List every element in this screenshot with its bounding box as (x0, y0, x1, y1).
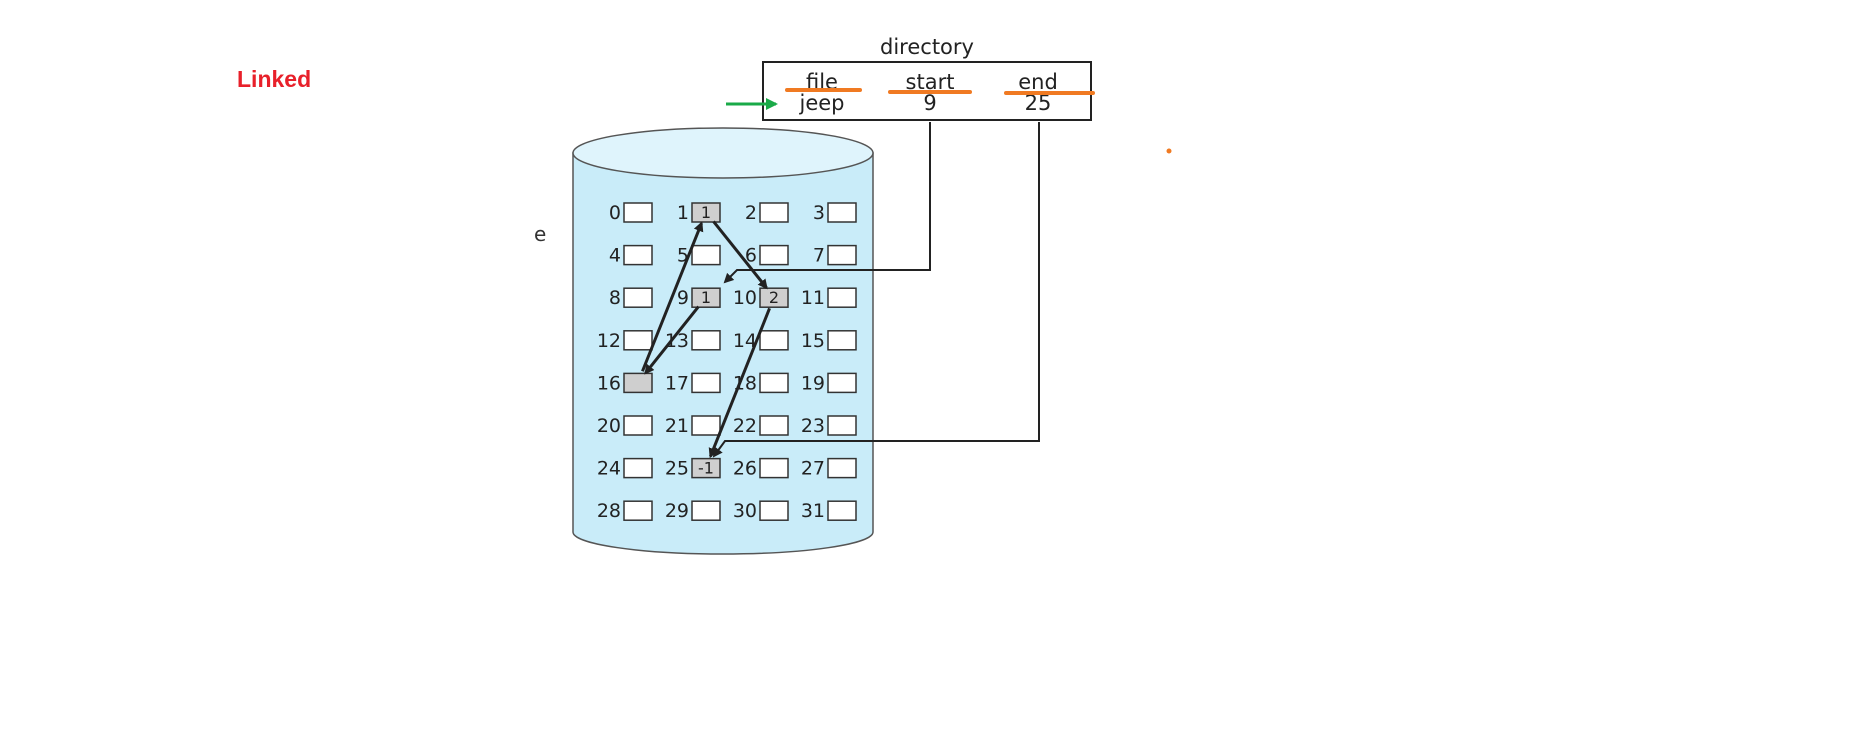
block-number-16: 16 (597, 372, 621, 394)
block-number-11: 11 (801, 287, 825, 309)
block-5 (691, 244, 721, 266)
block-number-26: 26 (733, 458, 757, 480)
block-30 (759, 500, 789, 521)
block-number-14: 14 (733, 330, 757, 352)
block-number-2: 2 (745, 202, 757, 224)
slide-title: Linked (237, 66, 312, 92)
block-pointer-25: -1 (698, 459, 714, 478)
block-number-10: 10 (733, 287, 757, 309)
block-number-4: 4 (609, 245, 621, 267)
block-28 (623, 500, 653, 521)
cylinder-top (572, 127, 874, 179)
block-18 (759, 372, 789, 394)
block-17 (691, 372, 721, 394)
block-1 (691, 202, 721, 223)
block-number-27: 27 (801, 458, 825, 480)
block-9 (691, 287, 721, 308)
block-number-12: 12 (597, 330, 621, 352)
block-14 (759, 330, 789, 351)
block-21 (691, 415, 721, 436)
header-end: end (1018, 70, 1058, 94)
block-number-30: 30 (733, 500, 757, 522)
block-number-9: 9 (677, 287, 689, 309)
chain-arrow-16-to-1 (641, 221, 704, 372)
directory-caption: directory (880, 35, 974, 59)
end-pointer-line (712, 122, 1040, 458)
block-number-15: 15 (801, 330, 825, 352)
block-12 (623, 330, 653, 351)
block-number-0: 0 (609, 202, 621, 224)
block-2 (759, 202, 789, 223)
block-31 (827, 500, 857, 521)
block-27 (827, 457, 857, 479)
block-0 (623, 202, 653, 223)
chain-arrow-9-to-16 (644, 305, 700, 375)
block-pointer-1: 1 (701, 203, 711, 222)
block-7 (827, 244, 857, 266)
block-number-6: 6 (745, 245, 757, 267)
block-number-17: 17 (665, 372, 689, 394)
directory-table: directory file start end jeep 9 25 (762, 35, 1095, 121)
block-4 (623, 244, 653, 266)
block-number-8: 8 (609, 287, 621, 309)
block-6 (759, 244, 789, 266)
stray-mark: e (534, 222, 547, 246)
row-start: 9 (923, 91, 936, 115)
block-24 (623, 457, 653, 479)
block-chain (641, 220, 771, 459)
block-13 (691, 330, 721, 351)
block-26 (759, 457, 789, 479)
block-11 (827, 287, 857, 308)
block-number-19: 19 (801, 372, 825, 394)
chain-arrow-1-to-10 (712, 220, 768, 290)
block-19 (827, 372, 857, 394)
block-23 (827, 415, 857, 436)
block-pointer-10: 2 (769, 288, 779, 307)
block-22 (759, 415, 789, 436)
block-number-7: 7 (813, 245, 825, 267)
block-number-23: 23 (801, 415, 825, 437)
block-25 (691, 457, 721, 479)
block-number-29: 29 (665, 500, 689, 522)
block-pointer-9: 1 (701, 288, 711, 307)
block-8 (623, 287, 653, 308)
block-number-13: 13 (665, 330, 689, 352)
block-number-3: 3 (813, 202, 825, 224)
block-number-28: 28 (597, 500, 621, 522)
block-29 (691, 500, 721, 521)
block-15 (827, 330, 857, 351)
orange-dot (1166, 148, 1172, 154)
block-10 (759, 287, 789, 308)
chain-arrow-10-to-25 (708, 307, 771, 459)
block-number-20: 20 (597, 415, 621, 437)
start-pointer-line (723, 122, 931, 284)
block-number-24: 24 (597, 458, 621, 480)
block-20 (623, 415, 653, 436)
block-number-22: 22 (733, 415, 757, 437)
block-number-31: 31 (801, 500, 825, 522)
row-file: jeep (798, 91, 844, 115)
block-number-1: 1 (677, 202, 689, 224)
block-16 (623, 372, 653, 394)
block-number-21: 21 (665, 415, 689, 437)
block-number-25: 25 (665, 458, 689, 480)
block-3 (827, 202, 857, 223)
